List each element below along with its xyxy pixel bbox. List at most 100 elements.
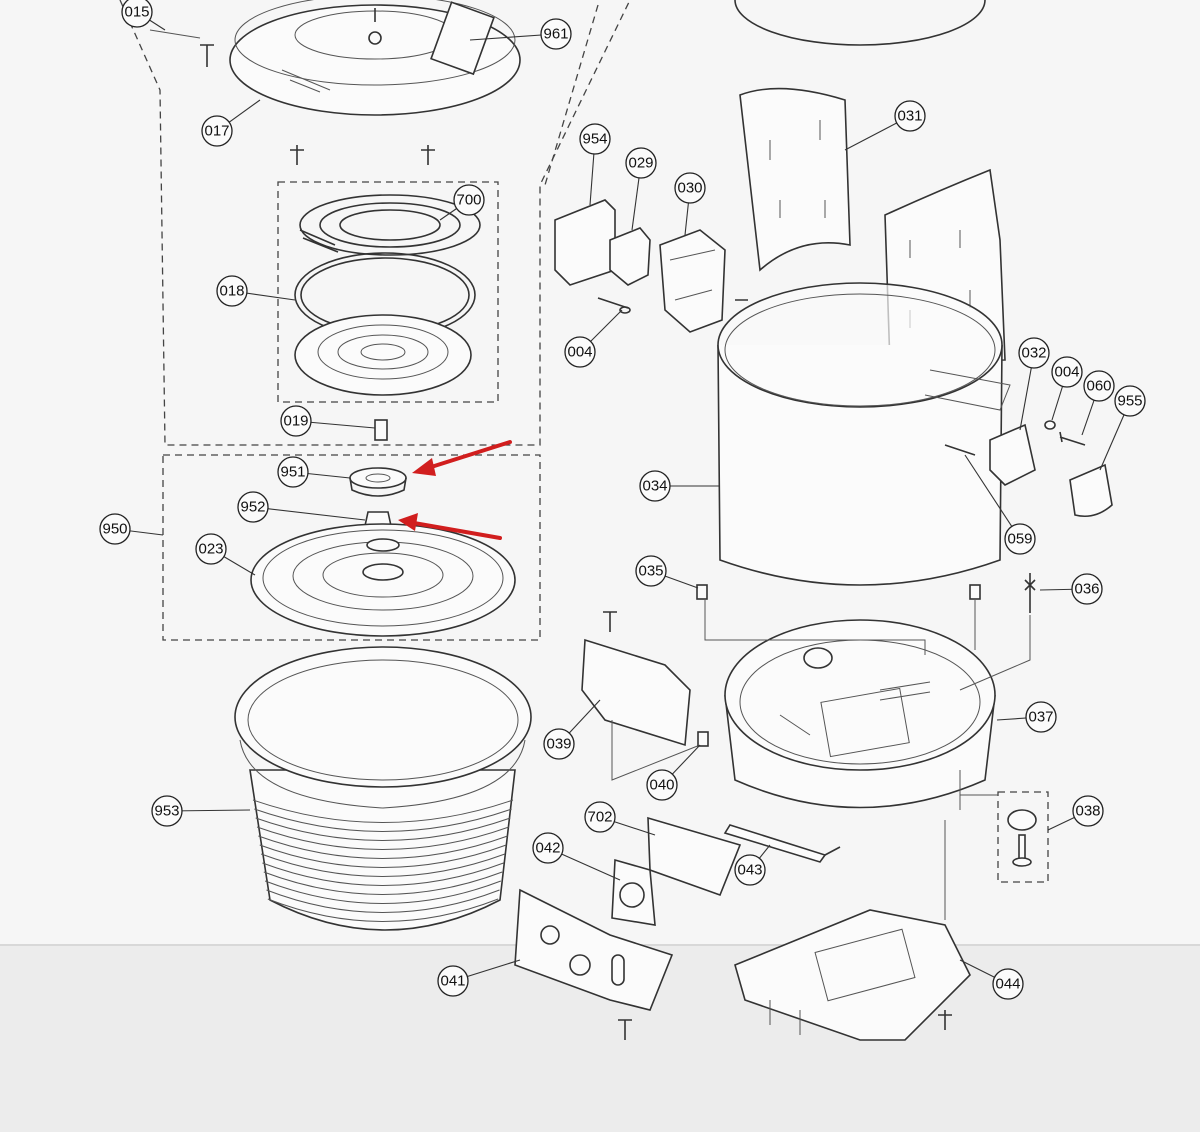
pot-rib: [258, 835, 508, 859]
electronics: [611, 816, 841, 926]
part-number: 952: [240, 499, 265, 516]
screws-lid: [200, 8, 435, 165]
part-label-035: 035: [635, 555, 667, 587]
pot-rib: [255, 817, 511, 841]
part-number: 953: [154, 803, 179, 820]
part-number: 060: [1086, 378, 1111, 395]
pot-rib: [263, 871, 503, 895]
pot-rib: [267, 898, 499, 922]
part-label-700: 700: [453, 184, 485, 216]
inner-pot: [234, 646, 532, 931]
part-number: 961: [543, 26, 568, 43]
part-label-951: 951: [277, 456, 309, 488]
part-number: 043: [737, 862, 762, 879]
part-label-004: 004: [1051, 356, 1083, 388]
part-number: 037: [1028, 709, 1053, 726]
part-labels: 015 961 017 700 018 019 951 952 950 023 953 954 029 0…: [99, 0, 1146, 1000]
leader-lines: [114, 11, 1131, 985]
top-cylinder-edge: [734, 0, 986, 46]
foot-assembly: [959, 770, 1049, 883]
part-label-954: 954: [579, 123, 611, 155]
part-label-017: 017: [201, 115, 233, 147]
part-label-015: 015: [121, 0, 153, 28]
part-label-029: 029: [625, 147, 657, 179]
part-label-031: 031: [894, 100, 926, 132]
part-label-060: 060: [1083, 370, 1115, 402]
part-label-039: 039: [543, 728, 575, 760]
part-number: 702: [587, 809, 612, 826]
part-number: 955: [1117, 393, 1142, 410]
pot-rib: [259, 844, 507, 868]
outer-body-cylinder: [717, 282, 1011, 586]
part-number: 044: [995, 976, 1020, 993]
part-label-038: 038: [1072, 795, 1104, 827]
part-label-702: 702: [584, 801, 616, 833]
part-number: 040: [649, 777, 674, 794]
highlight-arrows: [398, 440, 512, 540]
part-label-043: 043: [734, 854, 766, 886]
part-label-004: 004: [564, 336, 596, 368]
part-number: 018: [219, 283, 244, 300]
inner-lid-group-boundary: [162, 454, 541, 641]
part-label-950: 950: [99, 513, 131, 545]
part-number: 032: [1021, 345, 1046, 362]
clips: [696, 573, 1036, 691]
part-number: 029: [628, 155, 653, 172]
part-number: 951: [280, 464, 305, 481]
part-number: 950: [102, 521, 127, 538]
part-label-037: 037: [1025, 701, 1057, 733]
part-number: 059: [1007, 531, 1032, 548]
part-label-030: 030: [674, 172, 706, 204]
part-label-032: 032: [1018, 337, 1050, 369]
hinge-parts: [554, 199, 748, 333]
part-number: 031: [897, 108, 922, 125]
part-number: 039: [546, 736, 571, 753]
part-number: 004: [567, 344, 592, 361]
control-bracket: [581, 611, 709, 781]
pot-rib: [256, 826, 510, 850]
part-number: 036: [1074, 581, 1099, 598]
leader-line: [964, 454, 1021, 540]
part-label-040: 040: [646, 769, 678, 801]
part-number: 038: [1075, 803, 1100, 820]
inner-lid-plate: [250, 523, 516, 637]
heater-coil: [299, 194, 481, 256]
part-number: 034: [642, 478, 667, 495]
part-label-019: 019: [280, 405, 312, 437]
pot-rib: [262, 862, 504, 886]
part-number: 035: [638, 563, 663, 580]
part-label-036: 036: [1071, 573, 1103, 605]
part-label-059: 059: [1004, 523, 1036, 555]
part-number: 700: [456, 192, 481, 209]
pot-rib: [254, 808, 512, 832]
part-number: 004: [1054, 364, 1079, 381]
heater-group-boundary: [277, 181, 499, 403]
part-label-961: 961: [540, 18, 572, 50]
part-number: 042: [535, 840, 560, 857]
part-label-023: 023: [195, 533, 227, 565]
part-label-044: 044: [992, 968, 1024, 1000]
lid-group-boundary: [119, 0, 631, 446]
part-number: 954: [582, 131, 607, 148]
front-panel: [514, 888, 674, 1040]
part-number: 017: [204, 123, 229, 140]
part-number: 041: [440, 973, 465, 990]
pin: [374, 419, 388, 441]
leader-line: [252, 506, 366, 521]
pot-rib: [252, 799, 514, 823]
pot-rib: [260, 853, 506, 877]
part-label-952: 952: [237, 491, 269, 523]
bottom-plate: [734, 820, 971, 1041]
heat-plate: [294, 314, 472, 396]
part-number: 023: [198, 541, 223, 558]
part-label-018: 018: [216, 275, 248, 307]
side-latch-parts: [944, 420, 1113, 518]
part-number: 019: [283, 413, 308, 430]
base-housing: [724, 619, 996, 809]
part-label-955: 955: [1114, 385, 1146, 417]
part-label-034: 034: [639, 470, 671, 502]
pot-rib: [264, 880, 502, 904]
part-label-042: 042: [532, 832, 564, 864]
part-number: 030: [677, 180, 702, 197]
